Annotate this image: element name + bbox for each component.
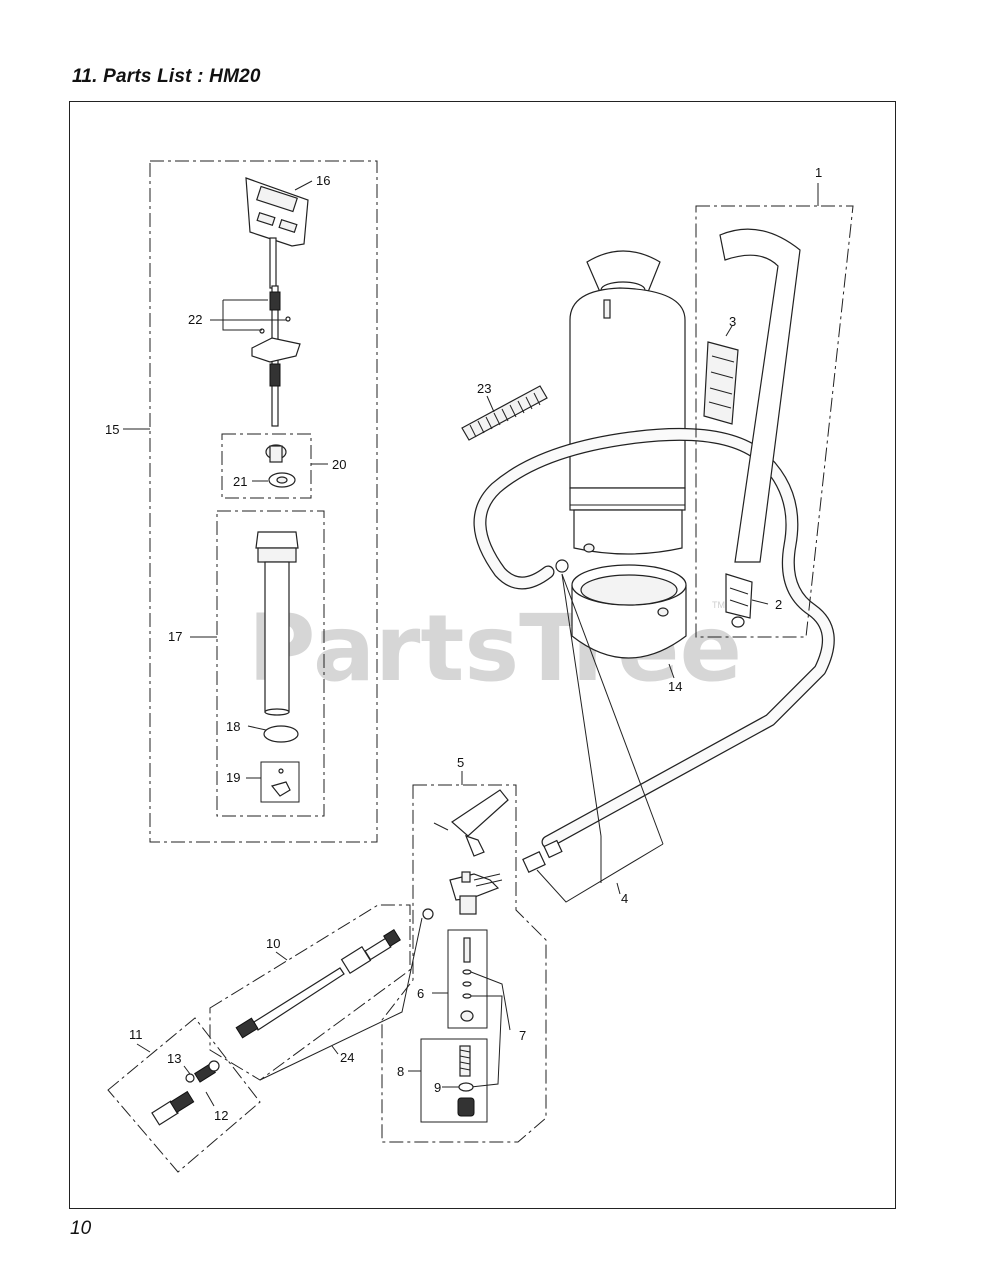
shoulder-strap: [719, 228, 801, 563]
hose-coupler: [522, 839, 563, 873]
group-5-box: [381, 784, 547, 1143]
part-19: [270, 768, 291, 797]
group-1-box: [695, 205, 854, 638]
callout-24: 24: [340, 1050, 354, 1065]
o-ring-18: [263, 725, 299, 743]
spring-23: [461, 385, 548, 441]
callout-9: 9: [434, 1080, 441, 1095]
group-6-box: [447, 929, 488, 1029]
group-17-box: [216, 510, 325, 817]
pump-rod: [251, 285, 301, 427]
part-19-box: [260, 761, 300, 803]
group-8-box: [420, 1038, 488, 1123]
group-20-box: [221, 433, 312, 499]
callout-10: 10: [266, 936, 280, 951]
callout-21: 21: [233, 474, 247, 489]
callout-23: 23: [477, 381, 491, 396]
valve-body: [422, 871, 503, 920]
hose-clamp: [555, 559, 569, 573]
callout-1: 1: [815, 165, 822, 180]
callout-11: 11: [129, 1027, 143, 1042]
nozzle: [151, 1060, 220, 1126]
buckle-2: [725, 573, 753, 628]
group-15-box: [149, 160, 378, 843]
callout-5: 5: [457, 755, 464, 770]
valve-spring: [457, 1045, 475, 1117]
spray-wand: [235, 929, 401, 1039]
callout-8: 8: [397, 1064, 404, 1079]
check-valve: [265, 444, 296, 488]
group-11-box: [107, 1017, 261, 1173]
callout-14: 14: [668, 679, 682, 694]
pump-cylinder: [255, 531, 299, 716]
diagram-frame: [69, 101, 896, 1209]
page-title: 11. Parts List : HM20: [72, 66, 261, 87]
page-number: 10: [70, 1218, 92, 1239]
base-ring-14: [571, 564, 687, 659]
trigger-lever: [433, 789, 509, 857]
pump-handle: [245, 177, 309, 289]
tank: [569, 250, 686, 555]
callout-6: 6: [417, 986, 424, 1001]
callout-20: 20: [332, 457, 346, 472]
callout-3: 3: [729, 314, 736, 329]
callout-7: 7: [519, 1028, 526, 1043]
callout-22: 22: [188, 312, 202, 327]
callout-2: 2: [775, 597, 782, 612]
callout-12: 12: [214, 1108, 228, 1123]
callout-15: 15: [105, 422, 119, 437]
callout-13: 13: [167, 1051, 181, 1066]
callout-19: 19: [226, 770, 240, 785]
buckle-3: [703, 341, 739, 425]
callout-17: 17: [168, 629, 182, 644]
valve-cartridge: [460, 937, 474, 1022]
callout-18: 18: [226, 719, 240, 734]
group-24-box: [209, 904, 411, 1081]
callout-4: 4: [621, 891, 628, 906]
callout-16: 16: [316, 173, 330, 188]
watermark-tm: TM: [712, 600, 725, 610]
